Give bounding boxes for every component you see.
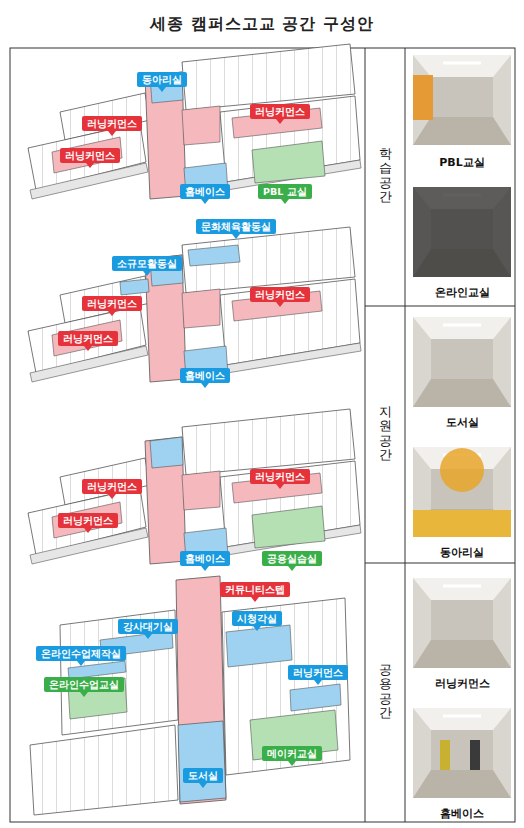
callout-tag: 러닝커먼스 [82,116,142,131]
photo-caption: 동아리실 [440,545,484,560]
callout-tag: 소규모활동실 [112,256,182,271]
callout-tag: 온라인수업제작실 [36,646,126,661]
room-name: PBL 교실 [263,186,307,197]
callout-tag: 온라인수업교실 [44,677,124,692]
callout-tag: 러닝커먼스 [82,479,142,494]
callout-tag: 러닝커먼스 [250,469,310,484]
photo-caption: 홈베이스 [440,806,484,821]
callout-tag: 러닝커먼스 [58,331,118,346]
room-name: 온라인수업제작실 [41,648,121,659]
callout-tag: 러닝커먼스 [288,665,348,680]
callout-tag: 러닝커먼스 [82,296,142,311]
room-name: 시청각실 [237,613,277,624]
callout-tag: 러닝커먼스 [250,104,310,119]
callout-tag: 공용실습실 [262,551,322,566]
room-name: 온라인수업교실 [49,679,119,690]
callout-tag: 시청각실 [232,611,282,626]
room-name: 메이커교실 [267,748,317,759]
room-name: 공용실습실 [267,553,317,564]
room-name: 러닝커먼스 [293,667,343,678]
room-name: 러닝커먼스 [255,289,305,300]
callout-tag: 강사대기실 [118,619,178,634]
room-name: 홈베이스 [185,186,225,197]
room-name: 홈베이스 [185,370,225,381]
room-name: 동아리실 [142,74,182,85]
room-name: 러닝커먼스 [65,150,115,161]
photo-caption: PBL교실 [439,155,484,170]
room-name: 러닝커먼스 [63,333,113,344]
room-name: 커뮤니티스텝 [225,584,285,595]
room-name: 러닝커먼스 [255,106,305,117]
callout-tag: 커뮤니티스텝 [220,582,290,597]
diagram-title: 세종 캠퍼스고교 공간 구성안 [0,14,524,35]
callout-tag: 홈베이스 [180,551,230,566]
room-name: 러닝커먼스 [87,298,137,309]
callout-tag: 메이커교실 [262,746,322,761]
room-name: 도서실 [188,770,218,781]
room-name: 홈베이스 [185,553,225,564]
photo-caption: 러닝커먼스 [435,676,490,691]
room-name: 러닝커먼스 [87,118,137,129]
callout-tag: 홈베이스 [180,368,230,383]
room-name: 러닝커먼스 [63,515,113,526]
room-name: 소규모활동실 [117,258,177,269]
callout-tag: 동아리실 [137,72,187,87]
callout-tag: 도서실 [183,768,223,783]
callout-tag: 러닝커먼스 [250,287,310,302]
callout-tag: 러닝커먼스 [58,513,118,528]
category-label: 지원 공간 [379,405,392,462]
category-label: 학습 공간 [379,147,392,204]
callout-tag: 문화체육활동실 [196,219,276,234]
room-name: 문화체육활동실 [201,221,271,232]
photo-caption: 도서실 [446,415,479,430]
callout-tag: PBL 교실 [258,184,312,199]
category-label: 공용 공간 [379,663,392,720]
room-name: 러닝커먼스 [255,471,305,482]
room-name: 러닝커먼스 [87,481,137,492]
room-name: 강사대기실 [123,621,173,632]
photo-caption: 온라인교실 [435,285,490,300]
callout-tag: 홈베이스 [180,184,230,199]
callout-tag: 러닝커먼스 [60,148,120,163]
